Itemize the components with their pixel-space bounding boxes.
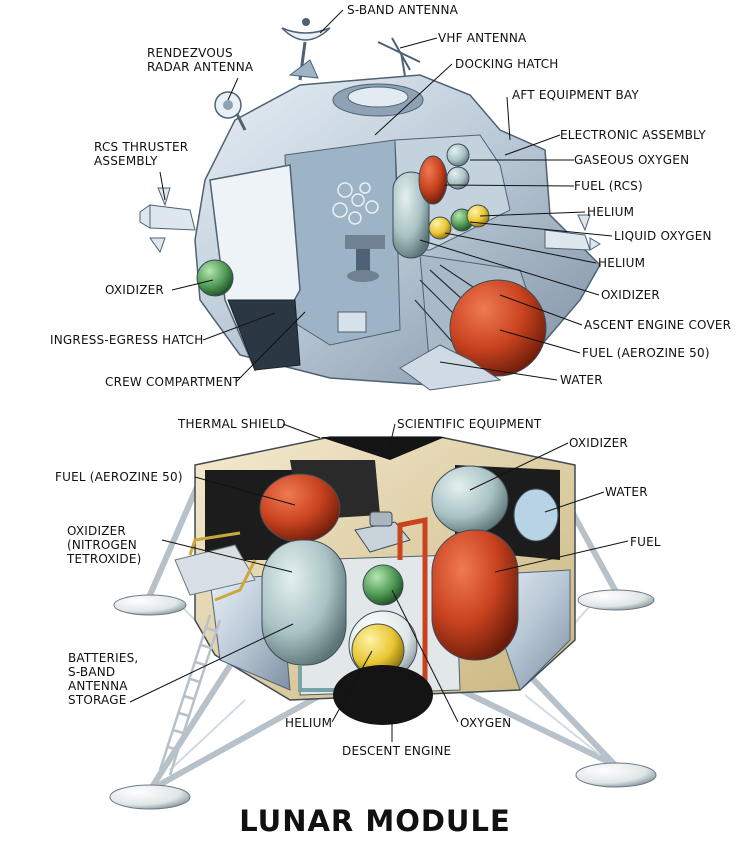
label-docking-hatch: DOCKING HATCH [455, 57, 559, 71]
footpad-left-front [113, 594, 187, 616]
label-rendezvous-radar-antenna: RENDEZVOUS RADAR ANTENNA [147, 46, 254, 74]
ascent-stage [139, 18, 601, 391]
label-water-descent: WATER [605, 485, 648, 499]
rendezvous-radar-antenna [214, 91, 247, 131]
interior-cabling [332, 182, 379, 225]
label-fuel-aerozine-descent: FUEL (AEROZINE 50) [55, 470, 183, 484]
label-gaseous-oxygen: GASEOUS OXYGEN [574, 153, 690, 167]
descent-fuel-tank-rear [259, 473, 341, 543]
fuel-tank-front [431, 529, 519, 661]
footpad-left-rear [109, 784, 191, 810]
oxidizer-side-tank [196, 259, 234, 297]
label-fuel-aerozine-ascent: FUEL (AEROZINE 50) [582, 346, 710, 360]
label-helium-ascent-1: HELIUM [587, 205, 635, 219]
label-oxidizer-left: OXIDIZER [105, 283, 164, 297]
rcs-thruster-right [544, 214, 601, 251]
vhf-antenna [377, 37, 421, 77]
descent-stage [109, 436, 657, 810]
thermal-shield [320, 437, 445, 460]
label-water-ascent: WATER [560, 373, 603, 387]
label-electronic-assembly: ELECTRONIC ASSEMBLY [560, 128, 706, 142]
label-oxidizer-right: OXIDIZER [601, 288, 660, 302]
oxidizer-tank-front [261, 539, 347, 666]
label-helium-descent: HELIUM [285, 716, 333, 730]
label-ascent-engine-cover: ASCENT ENGINE COVER [584, 318, 732, 332]
label-batteries-s-band-storage: BATTERIES, S-BAND ANTENNA STORAGE [68, 651, 139, 707]
gaseous-oxygen-tank-a [446, 143, 470, 167]
ascent-fuel-tank [449, 279, 547, 377]
label-ingress-egress-hatch: INGRESS-EGRESS HATCH [50, 333, 204, 347]
fuel-rcs-tank [418, 155, 448, 205]
label-scientific-equipment: SCIENTIFIC EQUIPMENT [397, 417, 542, 431]
helium-sphere-a [428, 216, 452, 240]
descent-oxidizer-tank-rear [431, 465, 509, 535]
water-tank [513, 488, 559, 542]
label-helium-ascent-2: HELIUM [598, 256, 646, 270]
gaseous-oxygen-tank-b [446, 166, 470, 190]
label-fuel-descent: FUEL [630, 535, 661, 549]
descent-engine [333, 665, 433, 725]
footpad-right-front [577, 589, 655, 611]
footpad-right-rear [575, 762, 657, 788]
s-band-antenna [281, 18, 331, 81]
landing-legs [147, 477, 618, 793]
ladder [158, 614, 222, 776]
label-thermal-shield: THERMAL SHIELD [178, 417, 286, 431]
label-oxidizer-nitrogen-tetroxide: OXIDIZER (NITROGEN TETROXIDE) [67, 524, 142, 566]
label-rcs-thruster-assembly: RCS THRUSTER ASSEMBLY [94, 140, 189, 168]
label-oxidizer-descent: OXIDIZER [569, 436, 628, 450]
label-vhf-antenna: VHF ANTENNA [438, 31, 527, 45]
label-liquid-oxygen: LIQUID OXYGEN [614, 229, 712, 243]
label-crew-compartment: CREW COMPARTMENT [105, 375, 241, 389]
label-oxygen: OXYGEN [460, 716, 512, 730]
label-s-band-antenna: S-BAND ANTENNA [347, 3, 459, 17]
leader-lines [129, 9, 629, 742]
oxygen-tank [362, 564, 404, 606]
diagram-title: LUNAR MODULE [239, 804, 511, 838]
label-fuel-rcs: FUEL (RCS) [574, 179, 643, 193]
label-aft-equipment-bay: AFT EQUIPMENT BAY [512, 88, 639, 102]
label-descent-engine: DESCENT ENGINE [342, 744, 452, 758]
rcs-thruster-left [139, 187, 196, 254]
helium-tank-vertical [392, 171, 430, 259]
